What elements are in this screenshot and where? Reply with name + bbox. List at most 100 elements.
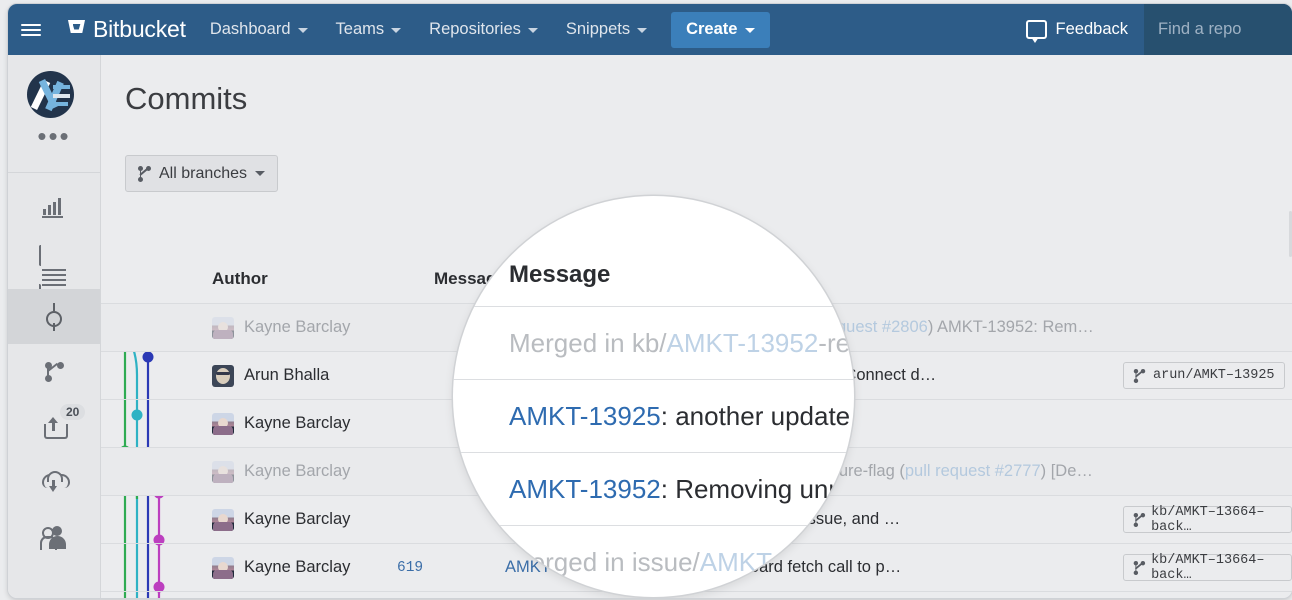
branch-icon [1133, 560, 1146, 575]
lens-row [453, 379, 854, 453]
avatar-cell [212, 352, 236, 399]
nav-item-repositories[interactable]: Repositories [415, 4, 552, 55]
message-text: : Removing unnec [660, 474, 854, 504]
avatar [212, 460, 234, 483]
lens-row [453, 452, 854, 526]
issue-link[interactable]: AMKT-13952 [666, 328, 819, 358]
branch-icon [138, 165, 151, 182]
avatar-cell [212, 304, 236, 351]
issue-link[interactable]: AMKT-13925 [509, 401, 661, 431]
sidebar-item-settings[interactable] [8, 509, 100, 564]
magnifier-lens: Message Merged in kb/AMKT-13952-remAMKT-… [453, 196, 854, 597]
commit-hash[interactable]: 619 [397, 559, 424, 576]
create-button-label: Create [686, 20, 738, 38]
branch-tag[interactable]: arun/AMKT–13925 [1123, 362, 1285, 389]
sidebar-item-commits[interactable] [8, 289, 100, 344]
find-repo-search-input[interactable]: Find a repo [1144, 4, 1292, 55]
author-name: Kayne Barclay [244, 318, 351, 336]
branch-tag-label: arun/AMKT–13925 [1153, 368, 1275, 383]
author-name: Kayne Barclay [244, 558, 351, 576]
message-text: Merged in issue/ [509, 547, 700, 577]
nav-item-repositories-label: Repositories [429, 20, 521, 38]
avatar [212, 556, 234, 579]
branch-tag-cell: kb/AMKT–13664–back… [1123, 544, 1292, 591]
avatar [212, 316, 234, 339]
lens-commit-message: Merged in issue/AMKT-12592 [509, 547, 852, 578]
author-name: Arun Bhalla [244, 366, 330, 384]
feedback-button[interactable]: Feedback [1010, 20, 1144, 43]
avatar [212, 364, 234, 387]
users-icon [40, 525, 68, 550]
avatar-cell [212, 496, 236, 543]
repository-sidebar: ••• [8, 55, 101, 598]
scroll-indicator[interactable] [1289, 211, 1292, 257]
author-name: Kayne Barclay [244, 462, 351, 480]
nav-right-group: Feedback Find a repo [1010, 4, 1292, 55]
lens-row [453, 306, 854, 380]
column-header-author: Author [212, 269, 268, 288]
message-text: Merged in kb/ [509, 328, 667, 358]
chevron-down-icon [297, 28, 308, 33]
sidebar-more-menu[interactable]: ••• [37, 121, 71, 151]
lens-column-header-message: Message [509, 261, 611, 288]
avatar-cell [212, 592, 236, 598]
repo-avatar[interactable] [27, 71, 74, 118]
avatar-cell [212, 400, 236, 447]
bitbucket-logo-icon [68, 20, 85, 39]
sidebar-item-overview[interactable] [8, 179, 100, 234]
message-text: ) [De… [1040, 462, 1093, 480]
chevron-down-icon [255, 171, 266, 176]
feedback-label: Feedback [1055, 20, 1128, 38]
all-branches-filter-button[interactable]: All branches [125, 155, 279, 192]
brand-label: Bitbucket [93, 16, 186, 42]
sidebar-item-branches[interactable] [8, 344, 100, 399]
document-icon [39, 244, 69, 305]
lens-commit-message: AMKT-13925: another update to [509, 401, 854, 432]
avatar [212, 508, 234, 531]
branch-icon [41, 359, 67, 385]
browser-frame: Bitbucket Dashboard Teams Repositories S… [8, 4, 1292, 598]
branch-tag-label: kb/AMKT–13664–back… [1151, 552, 1265, 583]
chevron-down-icon [745, 28, 756, 33]
pull-request-count-badge: 20 [60, 404, 86, 420]
branch-icon [1133, 512, 1146, 527]
bitbucket-logo-link[interactable]: Bitbucket [54, 16, 196, 43]
main-content: Commits All branches [101, 55, 1292, 598]
avatar-cell [212, 544, 236, 591]
top-navigation-bar: Bitbucket Dashboard Teams Repositories S… [8, 4, 1292, 55]
page-title: Commits [125, 81, 248, 116]
speech-bubble-icon [1025, 20, 1047, 43]
avatar [212, 412, 234, 435]
issue-link[interactable]: pull request #2777 [904, 462, 1041, 480]
cloud-download-icon [41, 470, 70, 493]
issue-link[interactable]: AMKT-12592 [699, 547, 852, 577]
message-text: ) AMKT-13952: Rem… [927, 318, 1094, 336]
branch-tag-cell: arun/AMKT–13925 [1123, 352, 1285, 399]
sidebar-item-source[interactable] [8, 234, 100, 305]
nav-item-dashboard-label: Dashboard [209, 20, 291, 38]
nav-item-snippets[interactable]: Snippets [552, 4, 661, 55]
nav-item-teams[interactable]: Teams [322, 4, 416, 55]
sidebar-item-pull-requests[interactable]: 20 [8, 399, 100, 454]
lens-commit-message: AMKT-13952: Removing unnec [509, 474, 854, 505]
lens-row [453, 525, 854, 597]
nav-item-dashboard[interactable]: Dashboard [196, 4, 322, 55]
commit-icon [41, 302, 67, 331]
nav-item-teams-label: Teams [335, 20, 385, 38]
message-text: : another update to [660, 401, 854, 431]
sidebar-header: ••• [8, 55, 100, 173]
sidebar-item-downloads[interactable] [8, 454, 100, 509]
create-button[interactable]: Create [671, 11, 771, 48]
all-branches-label: All branches [159, 164, 248, 182]
hamburger-menu-icon[interactable] [8, 4, 54, 55]
chevron-down-icon [391, 28, 402, 33]
pull-request-icon [42, 415, 68, 439]
commit-hash[interactable]: 0856f15 [397, 592, 458, 598]
branch-tag-cell: kb/AMKT–13664–back… [1123, 496, 1292, 543]
branch-tag[interactable]: kb/AMKT–13664–back… [1123, 552, 1292, 583]
message-text: -rem [818, 328, 854, 358]
branch-tag[interactable]: kb/AMKT–13664–back… [1123, 505, 1292, 535]
issue-link[interactable]: AMKT-13952 [509, 474, 661, 504]
author-name: Kayne Barclay [244, 414, 351, 432]
